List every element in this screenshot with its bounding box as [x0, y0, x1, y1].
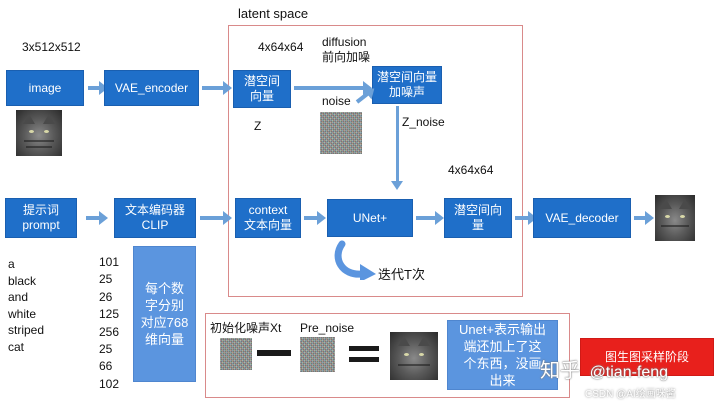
- noise-image: [320, 112, 362, 154]
- arrow-noised-to-unet: [391, 106, 403, 190]
- latent-shape-out-label: 4x64x64: [448, 163, 494, 177]
- token-id: 101: [99, 255, 120, 269]
- arrow-latent-to-noised: [294, 81, 372, 95]
- pre-noise-label: Pre_noise: [300, 321, 355, 335]
- context-line1: context: [248, 203, 288, 217]
- prompt-word-list: a black and white striped cat: [8, 256, 44, 355]
- token-id: 256: [99, 324, 120, 339]
- equals-sign-top: [349, 346, 379, 351]
- arrow-image-to-encoder: [88, 81, 108, 95]
- prompt-word: and: [8, 290, 29, 304]
- token-id: 125: [99, 307, 120, 322]
- sampling-frame: [205, 313, 570, 398]
- text-encoder-line2: CLIP: [141, 218, 169, 232]
- zhihu-watermark: 知乎 @tian-feng: [540, 354, 668, 383]
- token-id: 66: [99, 359, 113, 374]
- arrow-unet-to-latent: [416, 211, 444, 225]
- pre-noise-image: [300, 337, 335, 372]
- equals-sign-bottom: [349, 357, 379, 362]
- latent-vector-out-box: 潜空间向量: [444, 198, 512, 238]
- latent-space-frame: [228, 25, 523, 297]
- token-id: 25: [99, 272, 113, 287]
- forward-noise-label: 前向加噪: [322, 50, 371, 64]
- arrow-decoder-to-output: [634, 211, 654, 225]
- input-shape-label: 3x512x512: [22, 40, 81, 54]
- arrow-encoder-to-latent: [202, 81, 232, 95]
- arrow-context-to-unet: [304, 211, 326, 225]
- minus-sign: [257, 350, 291, 356]
- token-note-box: 每个数字分别对应768维向量: [133, 246, 196, 382]
- prompt-box-line2: prompt: [22, 218, 60, 232]
- arrow-prompt-to-clip: [86, 211, 108, 225]
- latent-space-label: latent space: [238, 6, 309, 21]
- token-id-list: 101 25 26 125 256 25 66 102: [99, 254, 119, 393]
- text-encoder-box: 文本编码器 CLIP: [114, 198, 196, 238]
- csdn-watermark: CSDN @AI绘画咪酱: [585, 389, 676, 400]
- context-line2: 文本向量: [243, 218, 292, 232]
- z-noise-label: Z_noise: [402, 115, 445, 129]
- iterate-label: 迭代T次: [378, 267, 425, 282]
- context-box: context 文本向量: [235, 198, 301, 238]
- zhihu-logo-text: 知乎: [540, 360, 580, 382]
- prompt-word: black: [8, 273, 37, 288]
- init-noise-label: 初始化噪声Xt: [210, 321, 282, 335]
- latent-noised-box: 潜空间向量加噪声: [372, 66, 442, 104]
- latent-shape-label: 4x64x64: [258, 40, 304, 54]
- init-noise-image: [220, 338, 252, 370]
- arrow-clip-to-context: [200, 211, 232, 225]
- prompt-word: cat: [8, 339, 25, 354]
- output-cat-image: [655, 195, 695, 241]
- z-label: Z: [254, 119, 262, 133]
- iteration-loop-icon: [334, 240, 376, 280]
- stage-label: 图生图采样阶段: [580, 338, 714, 376]
- prompt-word: white: [8, 306, 37, 321]
- text-encoder-line1: 文本编码器: [124, 203, 185, 217]
- result-cat-image: [390, 332, 438, 380]
- image-box: image: [6, 70, 84, 106]
- token-id: 26: [99, 289, 113, 304]
- input-cat-image: [16, 110, 62, 156]
- prompt-box: 提示词 prompt: [5, 198, 77, 238]
- arrow-latent-to-decoder: [515, 211, 537, 225]
- token-id: 25: [99, 342, 113, 357]
- prompt-word: a: [8, 257, 15, 271]
- token-id: 102: [99, 376, 120, 391]
- vae-encoder-box: VAE_encoder: [104, 70, 199, 106]
- vae-decoder-box: VAE_decoder: [533, 198, 631, 238]
- noise-label: noise: [322, 94, 351, 108]
- unet-note-box: Unet+表示输出端还加上了这个东西，没画出来: [447, 320, 558, 390]
- latent-vector-box: 潜空间向量: [233, 70, 291, 108]
- prompt-word: striped: [8, 323, 45, 337]
- zhihu-handle: @tian-feng: [589, 364, 669, 381]
- unet-box: UNet+: [327, 199, 413, 237]
- diffusion-label: diffusion: [322, 35, 367, 49]
- prompt-box-line1: 提示词: [22, 203, 59, 217]
